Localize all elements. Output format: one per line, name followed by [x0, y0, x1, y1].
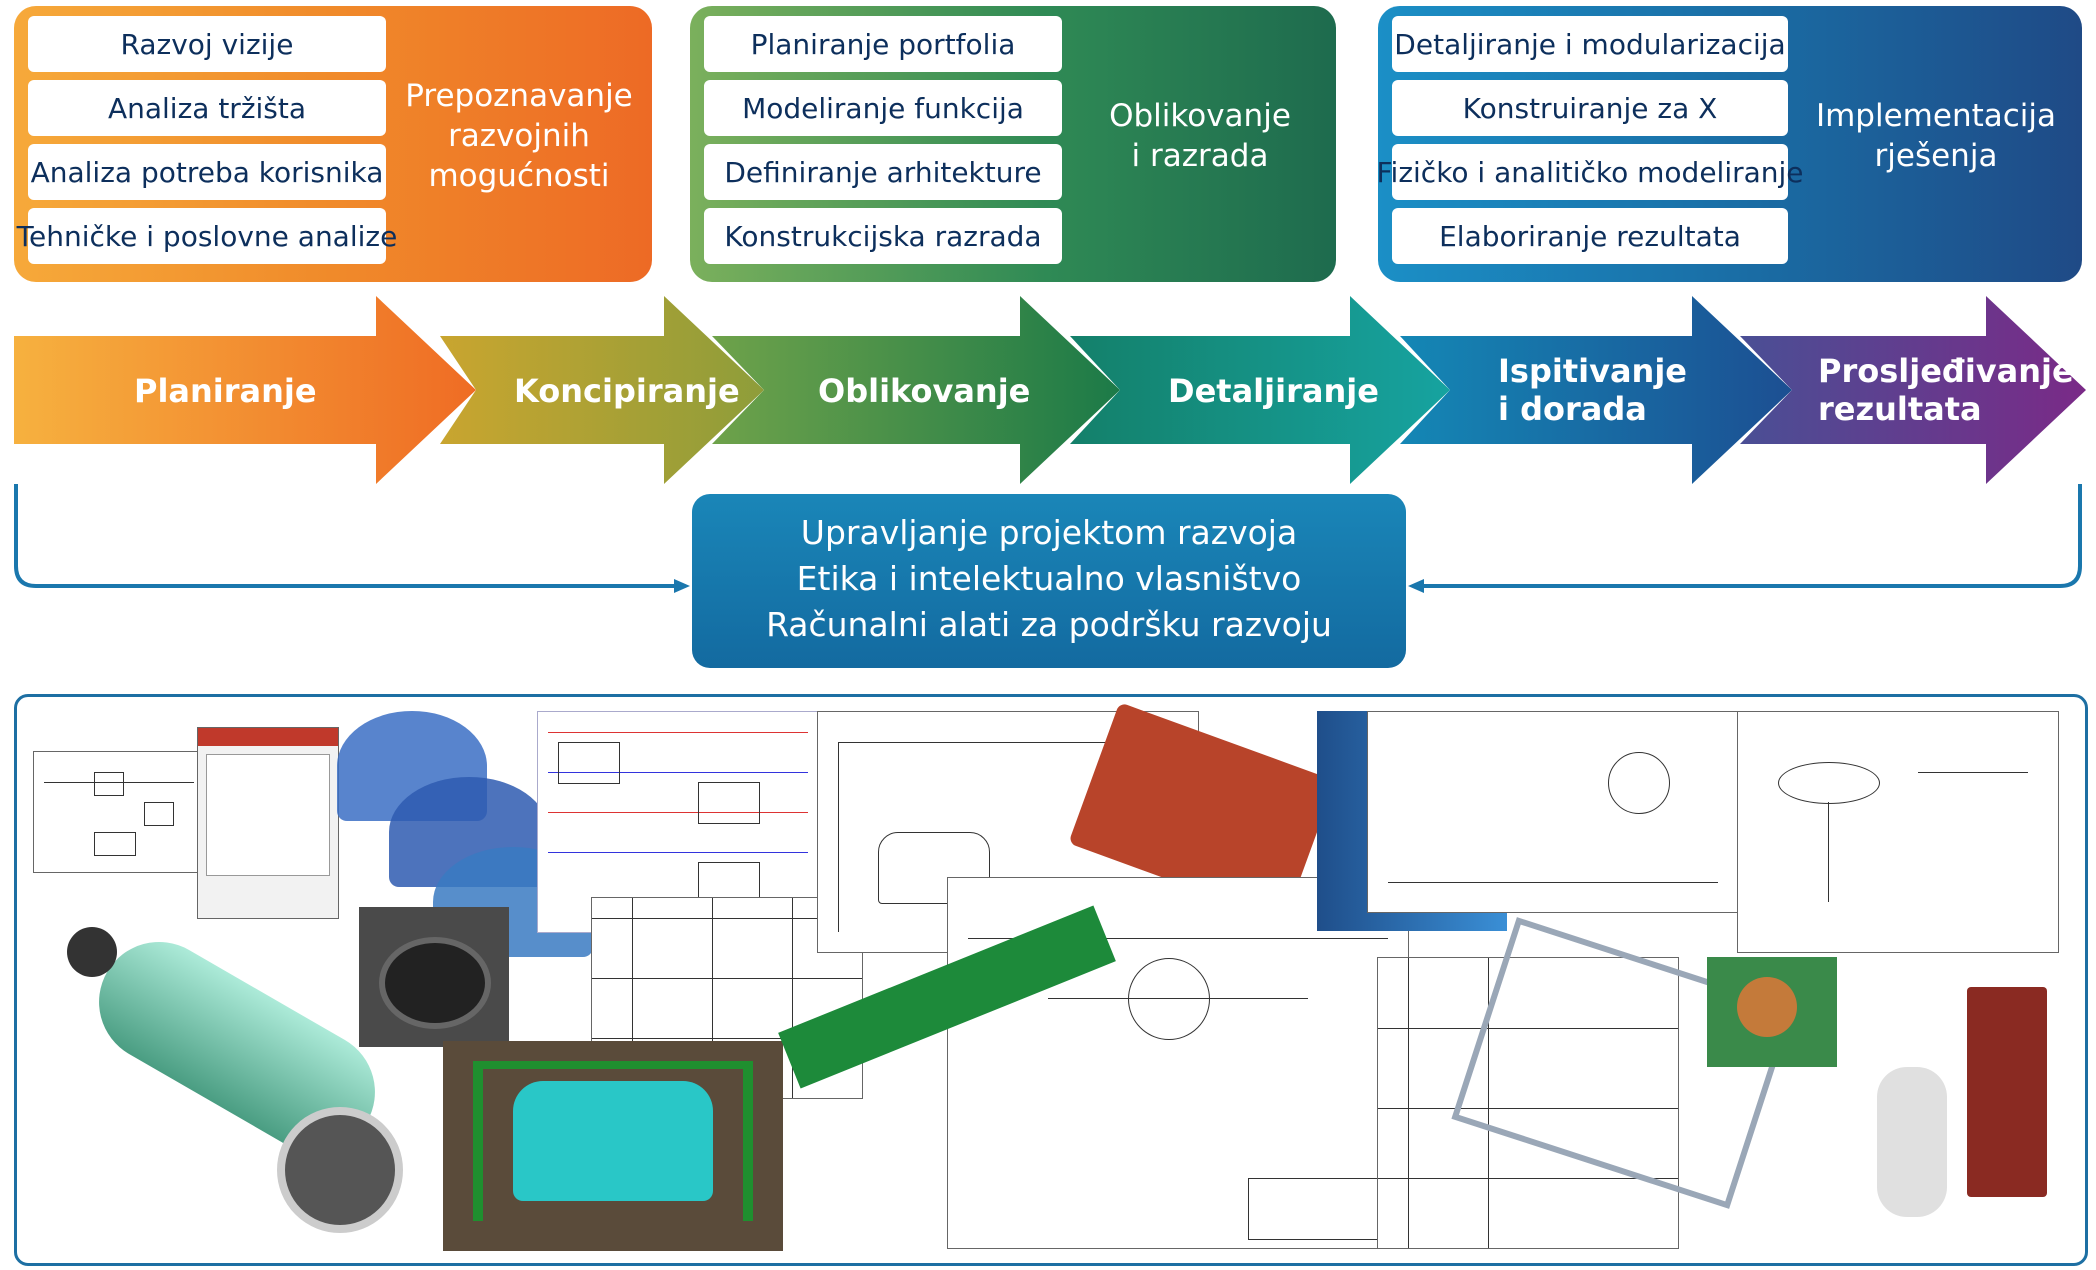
stage-label-detailing: Detaljiranje	[1168, 372, 1379, 410]
left-connector	[14, 484, 680, 588]
panel-item: Definiranje arhitekture	[704, 144, 1062, 200]
layout-drawing-image	[1367, 711, 1739, 913]
project-line: Upravljanje projektom razvoja	[800, 513, 1298, 552]
stage-arrow	[440, 296, 764, 484]
left-arrowhead-icon	[674, 579, 690, 593]
robot-cad-image	[47, 920, 427, 1247]
stage-arrow	[14, 296, 476, 484]
stage-label-concept: Koncipiranje	[514, 372, 740, 410]
right-arrowhead-icon	[1408, 579, 1424, 593]
panel-item: Razvoj vizije	[28, 16, 386, 72]
stage-label-delivery: Prosljeđivanje rezultata	[1818, 352, 2074, 428]
prototype-photo	[359, 907, 509, 1047]
stage-label-shaping: Oblikovanje	[818, 372, 1031, 410]
panel-item: Tehničke i poslovne analize	[17, 208, 397, 264]
exercise-device-image	[1847, 947, 2067, 1247]
software-window-image	[197, 727, 339, 919]
panel-item: Elaboriranje rezultata	[1392, 208, 1788, 264]
panel-title-line: rješenja	[1874, 138, 1998, 174]
panel-item: Modeliranje funkcija	[704, 80, 1062, 136]
panel-title: Prepoznavanje razvojnih mogućnosti	[394, 66, 644, 206]
panel-title: Implementacija rješenja	[1796, 86, 2076, 186]
stage-arrow	[1740, 296, 2086, 484]
panel-title-line: Implementacija	[1815, 98, 2057, 134]
panel-title: Oblikovanje i razrada	[1070, 86, 1330, 186]
stage-arrow	[1400, 296, 1792, 484]
electrical-schematic-image	[537, 711, 829, 933]
stage-label-line: Ispitivanje	[1498, 352, 1687, 390]
stage-label-planning: Planiranje	[134, 372, 317, 410]
panel-item: Konstrukcijska razrada	[704, 208, 1062, 264]
examples-collage	[14, 694, 2088, 1266]
project-connectors	[14, 484, 2082, 593]
stage-arrow	[712, 296, 1120, 484]
panel-title-line: i razrada	[1131, 138, 1269, 174]
panel-title-line: Oblikovanje	[1109, 98, 1291, 134]
panel-opportunities: Razvoj vizije Analiza tržišta Analiza po…	[14, 6, 652, 282]
project-line: Etika i intelektualno vlasništvo	[796, 559, 1302, 598]
function-diagram-image	[33, 751, 215, 873]
panel-design: Planiranje portfolia Modeliranje funkcij…	[690, 6, 1336, 282]
panel-item: Fizičko i analitičko modeliranje	[1378, 144, 1804, 200]
stage-label-line: rezultata	[1818, 390, 1982, 428]
panel-item: Planiranje portfolia	[704, 16, 1062, 72]
panel-title-line: razvojnih	[448, 118, 590, 154]
stage-label-line: i dorada	[1498, 390, 1647, 428]
panel-item: Konstruiranje za X	[1392, 80, 1788, 136]
panel-item: Detaljiranje i modularizacija	[1392, 16, 1788, 72]
panel-item: Analiza tržišta	[28, 80, 386, 136]
panel-title-line: mogućnosti	[428, 158, 610, 194]
project-line: Računalni alati za podršku razvoju	[766, 605, 1332, 644]
right-connector	[1418, 484, 2082, 588]
mold-cad-image	[1707, 957, 1837, 1067]
stage-label-line: Prosljeđivanje	[1818, 352, 2074, 390]
project-management-box: Upravljanje projektom razvoja Etika i in…	[692, 494, 1406, 668]
panel-implementation: Detaljiranje i modularizacija Konstruira…	[1378, 6, 2082, 282]
panel-item: Analiza potreba korisnika	[28, 144, 386, 200]
requirements-table-image	[1377, 957, 1679, 1249]
stage-arrow	[1070, 296, 1450, 484]
assembly-drawing-image	[947, 877, 1409, 1249]
panel-title-line: Prepoznavanje	[405, 78, 633, 114]
car-wash-cad-image	[443, 1041, 783, 1251]
spindle-drawing-image	[1737, 711, 2059, 953]
process-arrows	[14, 296, 2086, 484]
stage-label-testing: Ispitivanje i dorada	[1498, 352, 1687, 428]
